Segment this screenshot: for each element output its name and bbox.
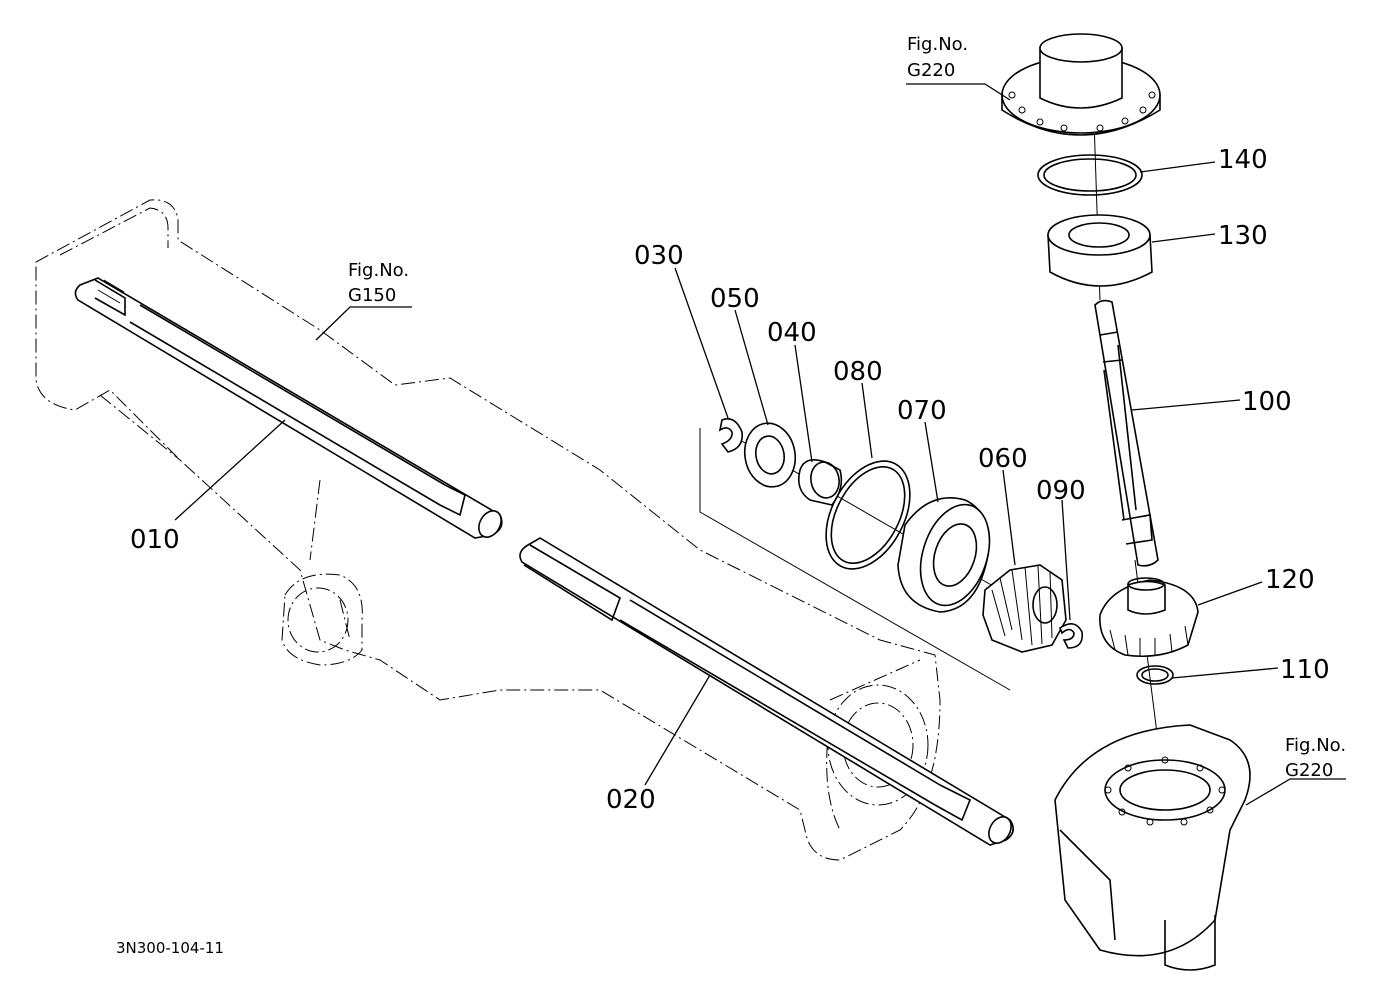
- fig-ref-housing-code: G150: [348, 285, 396, 306]
- fig-ref-top-code: G220: [907, 60, 955, 81]
- fig-ref-housing-prefix: Fig.No.: [348, 260, 409, 281]
- label-050: 050: [710, 284, 760, 314]
- fig-ref-bottom-prefix: Fig.No.: [1285, 735, 1346, 756]
- circlip-110: [1136, 665, 1174, 685]
- bearing-070: [897, 496, 991, 613]
- bevel-gear-060: [982, 564, 1067, 653]
- lower-housing: [1054, 724, 1251, 971]
- label-010: 010: [130, 525, 180, 555]
- o-ring-080: [825, 460, 911, 570]
- shaft-020: [519, 537, 1014, 846]
- fig-ref-bottom-code: G220: [1285, 760, 1333, 781]
- circlip-090: [1059, 623, 1084, 649]
- label-070: 070: [897, 396, 947, 426]
- label-040: 040: [767, 318, 817, 348]
- label-130: 130: [1218, 221, 1268, 251]
- label-140: 140: [1218, 145, 1268, 175]
- axle-housing-outline: [35, 199, 941, 861]
- bearing-130: [1047, 214, 1153, 287]
- collar-040: [797, 459, 843, 506]
- label-080: 080: [833, 357, 883, 387]
- drawing-number: 3N300-104-11: [116, 939, 224, 957]
- bevel-gear-120: [1099, 577, 1199, 658]
- label-090: 090: [1036, 476, 1086, 506]
- leader-lines: [174, 83, 1346, 806]
- shaft-100: [1094, 299, 1159, 567]
- fig-ref-top: Fig.No. G220: [907, 34, 968, 81]
- shaft-010: [74, 277, 503, 539]
- label-110: 110: [1280, 655, 1330, 685]
- fig-ref-bottom: Fig.No. G220: [1285, 735, 1346, 781]
- label-060: 060: [978, 444, 1028, 474]
- label-100: 100: [1242, 387, 1292, 417]
- label-020: 020: [606, 785, 656, 815]
- top-cover: [1001, 33, 1161, 136]
- fig-ref-housing: Fig.No. G150: [348, 260, 409, 306]
- circlip-030: [718, 418, 744, 453]
- label-030: 030: [634, 241, 684, 271]
- label-120: 120: [1265, 565, 1315, 595]
- fig-ref-top-prefix: Fig.No.: [907, 34, 968, 55]
- o-ring-140: [1037, 154, 1143, 196]
- part-labels: 010 020 030 040 050 060 070 080 090 100 …: [130, 145, 1330, 815]
- seal-050: [743, 422, 797, 488]
